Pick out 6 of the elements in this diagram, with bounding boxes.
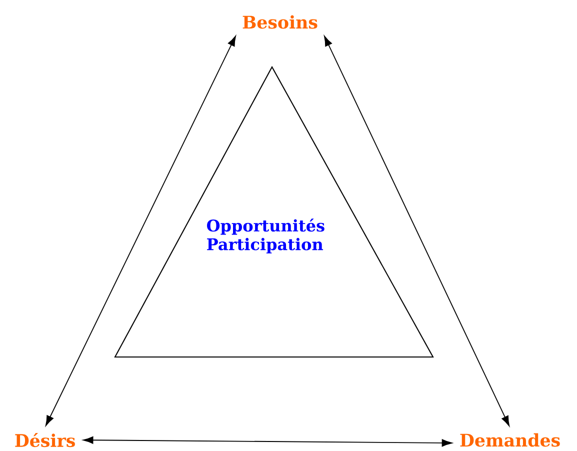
double-arrow <box>324 36 510 426</box>
corner-label: Besoins <box>242 15 318 29</box>
double-arrow <box>45 36 236 426</box>
corner-label: Désirs <box>15 432 75 448</box>
corner-label: Demandes <box>460 433 560 447</box>
double-arrow <box>82 436 452 447</box>
